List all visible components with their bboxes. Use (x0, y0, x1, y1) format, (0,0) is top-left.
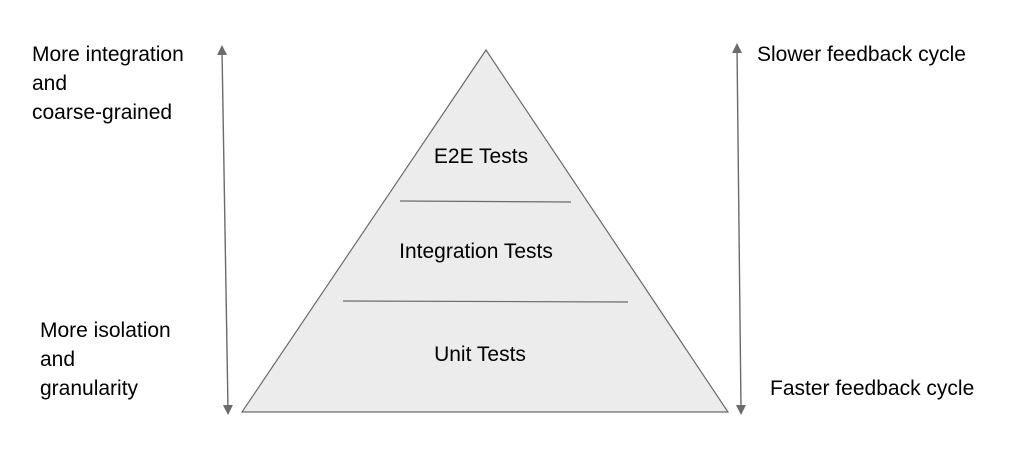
right-double-arrow (732, 43, 746, 415)
left-bottom-label: More isolation and granularity (40, 316, 171, 403)
pyramid-triangle (240, 48, 730, 413)
left-bottom-line-1: More isolation (40, 319, 171, 342)
left-bottom-line-3: granularity (40, 377, 139, 400)
left-top-line-1: More integration (32, 43, 184, 66)
left-top-line-3: coarse-grained (32, 101, 173, 124)
pyramid-divider-lower (342, 300, 629, 303)
right-top-label: Slower feedback cycle (757, 43, 966, 66)
left-bottom-line-2: and (40, 348, 76, 371)
left-top-label: More integration and coarse-grained (32, 40, 184, 127)
left-top-line-2: and (32, 72, 68, 95)
left-double-arrow (217, 45, 233, 415)
pyramid-divider-upper (399, 200, 572, 203)
pyramid-layer-e2e-label: E2E Tests (433, 145, 529, 168)
pyramid-layer-unit-label: Unit Tests (434, 343, 526, 366)
pyramid-layer-integration-label: Integration Tests (399, 240, 553, 263)
right-bottom-label: Faster feedback cycle (770, 377, 975, 400)
